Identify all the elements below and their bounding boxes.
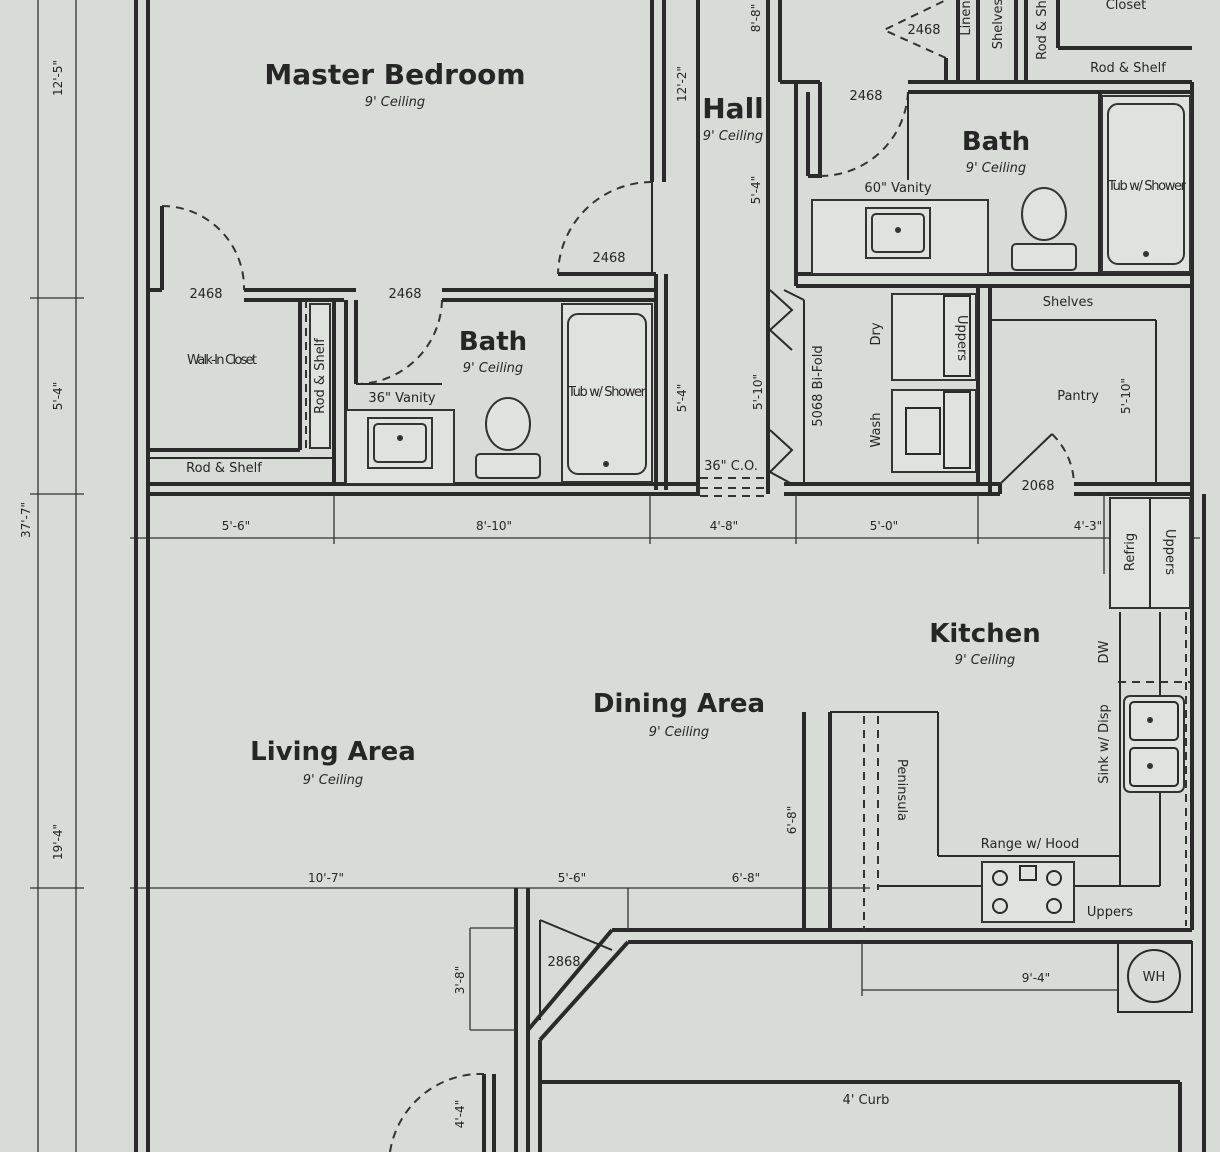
dimension-label: 8'-8" — [749, 4, 763, 32]
tub-shower-lower-label: Tub w/ Shower — [567, 385, 647, 400]
hall-name: Hall — [702, 92, 764, 125]
linen-label: Linen — [959, 0, 974, 35]
dimension-label: 4'-8" — [710, 519, 738, 533]
dining-ceiling: 9' Ceiling — [649, 725, 709, 740]
living-ceiling: 9' Ceiling — [303, 773, 363, 788]
dimension-label: 8'-10" — [476, 519, 512, 533]
tub-shower-upper-label: Tub w/ Shower — [1107, 179, 1187, 194]
kitchen-ceiling: 9' Ceiling — [955, 653, 1015, 668]
water-heater-label: WH — [1143, 970, 1166, 985]
outer-dimension-lines — [30, 0, 1200, 1152]
vanity-36-label: 36" Vanity — [368, 391, 435, 406]
dimension-label: 6'-8" — [732, 871, 760, 885]
shelves-top-label: Shelves — [991, 0, 1006, 49]
cased-opening-label: 36" C.O. — [704, 459, 758, 474]
living-name: Living Area — [250, 737, 416, 767]
bifold-label: 5068 Bi-Fold — [811, 345, 826, 426]
door-label: 2868 — [547, 955, 580, 970]
dimension-label: 3'-8" — [453, 966, 467, 994]
rod-shelf-side-label: Rod & Shelf — [313, 338, 328, 414]
dimension-labels: 5'-6" 8'-10" 4'-8" 5'-0" 4'-3" 10'-7" 5'… — [19, 4, 1133, 1128]
door-label: 2468 — [388, 287, 421, 302]
uppers-kitchen-label: Uppers — [1087, 905, 1133, 920]
door-label: 2468 — [849, 89, 882, 104]
dimension-label: 5'-4" — [675, 384, 689, 412]
bifold-doors — [768, 289, 805, 485]
dimension-label: 9'-4" — [1022, 971, 1050, 985]
bath-lower-ceiling: 9' Ceiling — [463, 361, 523, 376]
peninsula-label: Peninsula — [894, 759, 909, 821]
walk-in-closet-label: Walk-In Closet — [187, 353, 257, 368]
master-bedroom-name: Master Bedroom — [264, 58, 525, 91]
dimension-label: 12'-2" — [675, 66, 689, 102]
bath-upper-ceiling: 9' Ceiling — [966, 161, 1026, 176]
door-label: 2468 — [592, 251, 625, 266]
dimension-label: 6'-8" — [785, 806, 799, 834]
shelves-label: Shelves — [1043, 295, 1094, 310]
refrig-label: Refrig — [1123, 533, 1138, 571]
kitchen-name: Kitchen — [929, 619, 1041, 649]
vanity-60-label: 60" Vanity — [864, 181, 931, 196]
rod-shelf-top-label: Rod & Shelf — [1090, 61, 1166, 76]
dimension-label: 5'-10" — [751, 374, 765, 410]
bath-upper-name: Bath — [962, 127, 1030, 157]
door-label: 2468 — [907, 23, 940, 38]
uppers-refrig-label: Uppers — [1162, 529, 1177, 575]
door-labels: 2468 2468 2468 2468 2468 2068 2868 — [189, 23, 1054, 970]
dimension-label: 5'-10" — [1119, 378, 1133, 414]
dimension-label: 4'-3" — [1074, 519, 1102, 533]
curb-label: 4' Curb — [843, 1093, 890, 1108]
hall-ceiling: 9' Ceiling — [703, 129, 763, 144]
dimension-label: 37'-7" — [19, 502, 33, 538]
room-labels: Master Bedroom 9' Ceiling Hall 9' Ceilin… — [250, 58, 1041, 788]
sink-disp-label: Sink w/ Disp — [1097, 704, 1112, 784]
dimension-label: 5'-6" — [222, 519, 250, 533]
bath-lower-name: Bath — [459, 327, 527, 357]
range-hood-label: Range w/ Hood — [981, 837, 1079, 852]
door-label: 2468 — [189, 287, 222, 302]
fixture-labels: Walk-In Closet Rod & Shelf Rod & Shelf 3… — [186, 0, 1187, 1108]
dimension-label: 10'-7" — [308, 871, 344, 885]
washer-label: Wash — [869, 412, 884, 447]
door-swings — [161, 0, 1075, 1152]
closet-label: Closet — [1106, 0, 1147, 13]
dimension-label: 5'-4" — [51, 382, 65, 410]
fixtures — [148, 95, 1193, 1031]
master-bedroom-ceiling: 9' Ceiling — [365, 95, 425, 110]
rod-shelf-top-side-label: Rod & Shelf — [1035, 0, 1050, 60]
dw-label: DW — [1097, 640, 1112, 663]
walls — [134, 0, 1206, 1152]
uppers-laundry-label: Uppers — [954, 315, 969, 361]
dimension-label: 4'-4" — [453, 1100, 467, 1128]
cased-opening — [700, 477, 768, 497]
rod-shelf-closet-label: Rod & Shelf — [186, 461, 262, 476]
dining-name: Dining Area — [593, 689, 765, 719]
dryer-label: Dry — [869, 322, 884, 345]
dimension-label: 19'-4" — [51, 824, 65, 860]
dimension-label: 12'-5" — [51, 60, 65, 96]
dimension-label: 5'-4" — [749, 176, 763, 204]
door-label: 2068 — [1021, 479, 1054, 494]
pantry-label: Pantry — [1057, 389, 1099, 404]
dimension-label: 5'-6" — [558, 871, 586, 885]
dimension-label: 5'-0" — [870, 519, 898, 533]
